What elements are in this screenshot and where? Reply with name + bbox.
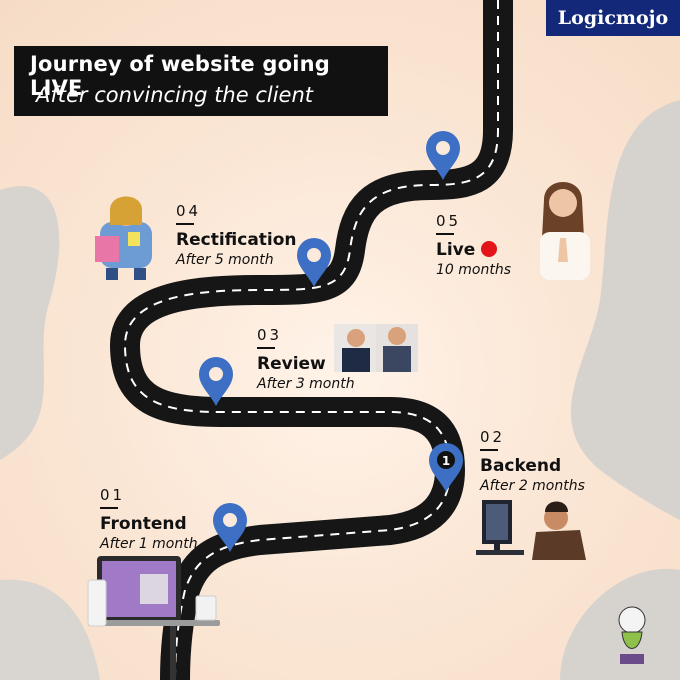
- step-duration: After 5 month: [176, 252, 274, 268]
- step-number: 04: [176, 202, 202, 220]
- pin-badge-number: 1: [442, 454, 450, 468]
- step-duration: After 1 month: [100, 536, 198, 552]
- step-divider: [100, 507, 118, 509]
- background-blob-right: [570, 100, 680, 520]
- step-name: Rectification: [176, 230, 297, 250]
- step-name-row: Live: [436, 240, 511, 260]
- background-blob-left: [0, 186, 60, 461]
- step-divider: [176, 223, 194, 225]
- map-pin-numbered-icon: 1: [429, 443, 463, 492]
- live-indicator-dot: [481, 241, 498, 257]
- map-pin-icon: [213, 503, 247, 552]
- page-subtitle: After convincing the client: [36, 83, 314, 107]
- step-duration: 10 months: [436, 262, 511, 278]
- step-divider: [480, 449, 498, 451]
- step-divider: [257, 347, 275, 349]
- background-blob-bottom-left: [0, 579, 100, 680]
- step-name: Live: [436, 240, 476, 260]
- step-name: Review: [257, 354, 326, 374]
- woman-greeting-illustration: [540, 182, 590, 280]
- step-rectification: 04 Rectification After 5 month: [176, 202, 297, 268]
- page-title: Journey of website going LIVE: [30, 52, 331, 100]
- map-pin-icon: [426, 131, 460, 180]
- brand-logo: Logicmojo: [546, 0, 680, 36]
- step-divider: [436, 233, 454, 235]
- step-live: 05 Live 10 months: [436, 212, 511, 278]
- title-banner: Journey of website going LIVE After conv…: [14, 46, 388, 116]
- step-name: Frontend: [100, 514, 187, 534]
- map-pin-icon: [297, 238, 331, 287]
- step-frontend: 01 Frontend After 1 month: [100, 486, 198, 552]
- step-duration: After 2 months: [480, 478, 585, 494]
- two-men-illustration: [334, 324, 418, 372]
- step-number: 03: [257, 326, 283, 344]
- step-duration: After 3 month: [257, 376, 355, 392]
- boy-at-computer-illustration: [476, 500, 586, 560]
- laptop-desk-illustration: [87, 556, 220, 680]
- step-backend: 02 Backend After 2 months: [480, 428, 585, 494]
- step-name: Backend: [480, 456, 562, 476]
- step-review: 03 Review After 3 month: [257, 326, 355, 392]
- step-number: 05: [436, 212, 462, 230]
- mascot-illustration: [618, 606, 646, 664]
- step-number: 02: [480, 428, 506, 446]
- woman-with-papers-illustration: [95, 196, 152, 280]
- map-pin-icon: [199, 357, 233, 406]
- step-number: 01: [100, 486, 126, 504]
